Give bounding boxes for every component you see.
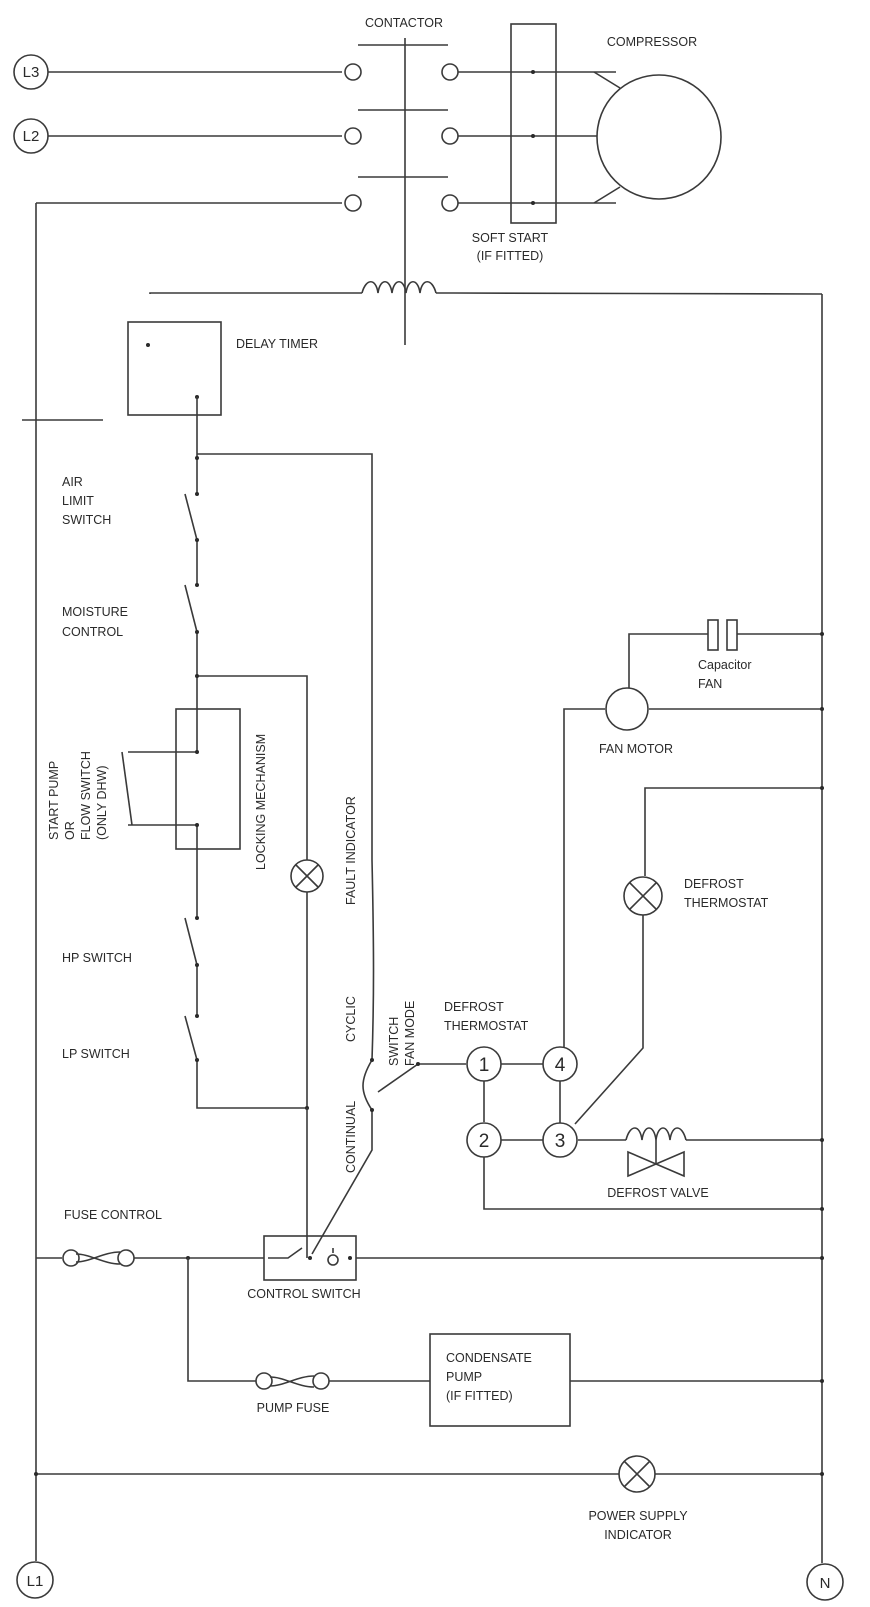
locking-mechanism-lamp: LOCKING MECHANISM bbox=[254, 734, 324, 893]
terminal-n: N bbox=[806, 1563, 844, 1601]
moisture-control-label-2: CONTROL bbox=[62, 625, 123, 639]
fan-capacitor: Capacitor FAN bbox=[628, 619, 822, 700]
defrost-thermostat-lamp: DEFROST THERMOSTAT bbox=[574, 787, 822, 1125]
control-chain: AIR LIMIT SWITCH MOISTURE CONTROL HP SWI… bbox=[47, 397, 373, 1110]
pump-fuse-label: PUMP FUSE bbox=[257, 1401, 330, 1415]
fan-mode-label-2: FAN MODE bbox=[403, 1001, 417, 1066]
terminal-l1-label: L1 bbox=[27, 1573, 44, 1590]
fuse-control-label: FUSE CONTROL bbox=[64, 1208, 162, 1222]
power-supply-label-2: INDICATOR bbox=[604, 1528, 672, 1542]
locking-mechanism-label: LOCKING MECHANISM bbox=[254, 734, 268, 870]
capacitor-label-2: FAN bbox=[698, 677, 722, 691]
soft-start-label-2: (IF FITTED) bbox=[477, 249, 544, 263]
delay-timer-label: DELAY TIMER bbox=[236, 337, 318, 351]
fault-indicator-label: FAULT INDICATOR bbox=[344, 796, 358, 905]
start-pump-label-4: (ONLY DHW) bbox=[95, 765, 109, 840]
contactor: CONTACTOR bbox=[149, 16, 823, 345]
terminal-l2: L2 bbox=[13, 118, 49, 154]
defrost-thermostat-lamp-label-1: DEFROST bbox=[684, 877, 744, 891]
air-limit-label-3: SWITCH bbox=[62, 513, 111, 527]
fan-motor: FAN MOTOR bbox=[563, 687, 822, 1060]
start-pump-label-2: OR bbox=[63, 821, 77, 840]
soft-start: SOFT START (IF FITTED) bbox=[458, 23, 616, 263]
defrost-thermostat-lamp-label-2: THERMOSTAT bbox=[684, 896, 769, 910]
terminal-n-label: N bbox=[820, 1575, 831, 1592]
condensate-pump: CONDENSATE PUMP (IF FITTED) bbox=[429, 1333, 822, 1427]
start-pump-label-1: START PUMP bbox=[47, 761, 61, 840]
compressor-label: COMPRESSOR bbox=[607, 35, 697, 49]
fan-motor-label: FAN MOTOR bbox=[599, 742, 673, 756]
terminal-3: 3 bbox=[542, 1122, 578, 1158]
defrost-thermostat-label-2: THERMOSTAT bbox=[444, 1019, 529, 1033]
terminal-1: 1 bbox=[466, 1046, 502, 1082]
control-switch: CONTROL SWITCH bbox=[247, 1108, 822, 1301]
moisture-control-label-1: MOISTURE bbox=[62, 605, 128, 619]
pump-fuse: PUMP FUSE bbox=[187, 1258, 430, 1415]
terminal-2-label: 2 bbox=[479, 1131, 490, 1152]
compressor: COMPRESSOR bbox=[593, 35, 722, 204]
fan-mode-label-1: SWITCH bbox=[387, 1017, 401, 1066]
start-pump-label-3: FLOW SWITCH bbox=[79, 751, 93, 840]
terminal-1-label: 1 bbox=[479, 1055, 490, 1076]
capacitor-label-1: Capacitor bbox=[698, 658, 752, 672]
continual-label: CONTINUAL bbox=[344, 1101, 358, 1173]
terminal-2: 2 bbox=[466, 1122, 502, 1158]
control-switch-label: CONTROL SWITCH bbox=[247, 1287, 360, 1301]
defrost-valve-label: DEFROST VALVE bbox=[607, 1186, 708, 1200]
defrost-valve: DEFROST VALVE bbox=[607, 1127, 822, 1200]
defrost-thermostat-terminals: DEFROST THERMOSTAT 1 4 2 3 bbox=[444, 1000, 822, 1210]
lp-switch-label: LP SWITCH bbox=[62, 1047, 130, 1061]
n-rail-junctions bbox=[34, 632, 824, 1476]
defrost-thermostat-label-1: DEFROST bbox=[444, 1000, 504, 1014]
terminal-l3-label: L3 bbox=[23, 64, 40, 81]
hp-switch-label: HP SWITCH bbox=[62, 951, 132, 965]
terminal-4: 4 bbox=[542, 1046, 578, 1082]
terminal-4-label: 4 bbox=[555, 1055, 566, 1076]
condensate-pump-label-2: PUMP bbox=[446, 1370, 482, 1384]
contactor-label: CONTACTOR bbox=[365, 16, 443, 30]
cyclic-label: CYCLIC bbox=[344, 996, 358, 1042]
delay-timer: DELAY TIMER bbox=[127, 321, 318, 416]
power-supply-label-1: POWER SUPPLY bbox=[588, 1509, 688, 1523]
condensate-pump-label-1: CONDENSATE bbox=[446, 1351, 532, 1365]
terminal-3-label: 3 bbox=[555, 1131, 566, 1152]
power-supply-indicator: POWER SUPPLY INDICATOR bbox=[36, 1455, 822, 1542]
main-rails bbox=[22, 71, 823, 1563]
air-limit-label-1: AIR bbox=[62, 475, 83, 489]
condensate-pump-label-3: (IF FITTED) bbox=[446, 1389, 513, 1403]
terminal-l3: L3 bbox=[13, 54, 49, 90]
fuse-control: FUSE CONTROL bbox=[36, 1208, 264, 1267]
fan-mode-switch: FAULT INDICATOR CYCLIC CONTINUAL SWITCH … bbox=[311, 796, 466, 1255]
air-limit-label-2: LIMIT bbox=[62, 494, 94, 508]
soft-start-label-1: SOFT START bbox=[472, 231, 549, 245]
terminal-l2-label: L2 bbox=[23, 128, 40, 145]
terminal-l1: L1 bbox=[16, 1561, 54, 1599]
